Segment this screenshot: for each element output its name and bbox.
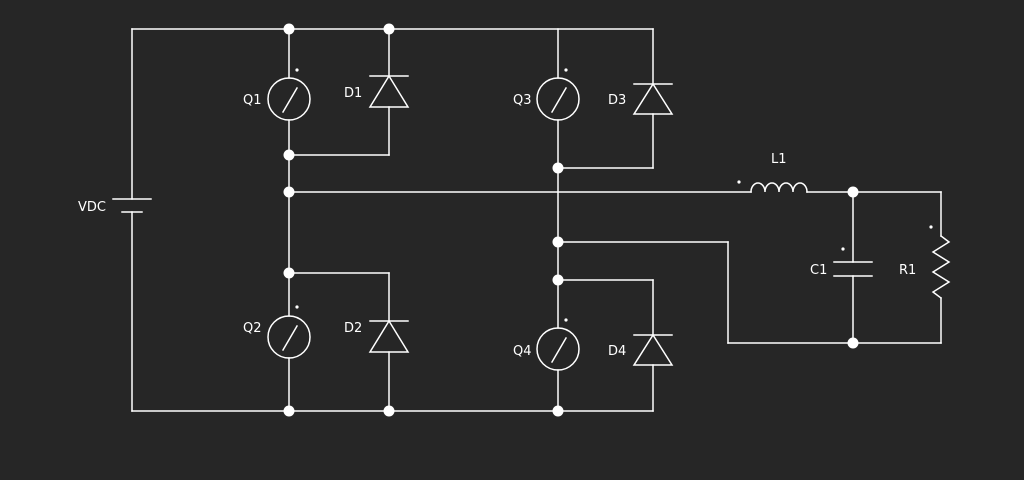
l1-inductor[interactable] xyxy=(750,182,854,193)
polarity-dot xyxy=(295,305,299,309)
vdc-source[interactable] xyxy=(112,28,152,412)
q3-switch[interactable] xyxy=(536,28,580,243)
r1-label: R1 xyxy=(899,263,916,278)
junction-dot xyxy=(283,149,295,161)
polarity-dot xyxy=(564,68,568,72)
l1-label: L1 xyxy=(771,152,787,167)
junction-dot xyxy=(283,267,295,279)
junction-dot xyxy=(283,23,295,35)
d3-diode[interactable] xyxy=(557,28,674,169)
junction-dot xyxy=(383,405,395,417)
polarity-dot xyxy=(295,68,299,72)
polarity-dot xyxy=(564,318,568,322)
q1-label: Q1 xyxy=(243,93,262,108)
junction-dot xyxy=(552,274,564,286)
vdc-label: VDC xyxy=(78,200,106,215)
junction-dot xyxy=(283,186,295,198)
c1-label: C1 xyxy=(810,263,827,278)
junction-dot xyxy=(552,162,564,174)
junction-dot xyxy=(847,186,859,198)
junction-dot xyxy=(847,337,859,349)
junction-dot xyxy=(383,23,395,35)
c1-capacitor[interactable] xyxy=(833,191,873,344)
polarity-dot xyxy=(841,247,845,251)
junction-dots xyxy=(283,23,859,417)
output-wire-b xyxy=(557,241,942,344)
q1-switch[interactable] xyxy=(267,28,311,193)
d1-label: D1 xyxy=(344,86,362,101)
d3-label: D3 xyxy=(608,93,626,108)
q4-switch[interactable] xyxy=(536,241,580,412)
q2-label: Q2 xyxy=(243,321,262,336)
polarity-markers xyxy=(295,68,933,322)
q4-label: Q4 xyxy=(513,344,532,359)
polarity-dot xyxy=(737,180,741,184)
d4-diode[interactable] xyxy=(557,279,674,412)
polarity-dot xyxy=(929,225,933,229)
q3-label: Q3 xyxy=(513,93,532,108)
r1-resistor[interactable] xyxy=(852,191,951,344)
q2-switch[interactable] xyxy=(267,191,311,412)
junction-dot xyxy=(552,236,564,248)
d2-label: D2 xyxy=(344,321,362,336)
junction-dot xyxy=(283,405,295,417)
junction-dot xyxy=(552,405,564,417)
d4-label: D4 xyxy=(608,344,626,359)
d2-diode[interactable] xyxy=(288,272,410,412)
d1-diode[interactable] xyxy=(288,28,410,156)
